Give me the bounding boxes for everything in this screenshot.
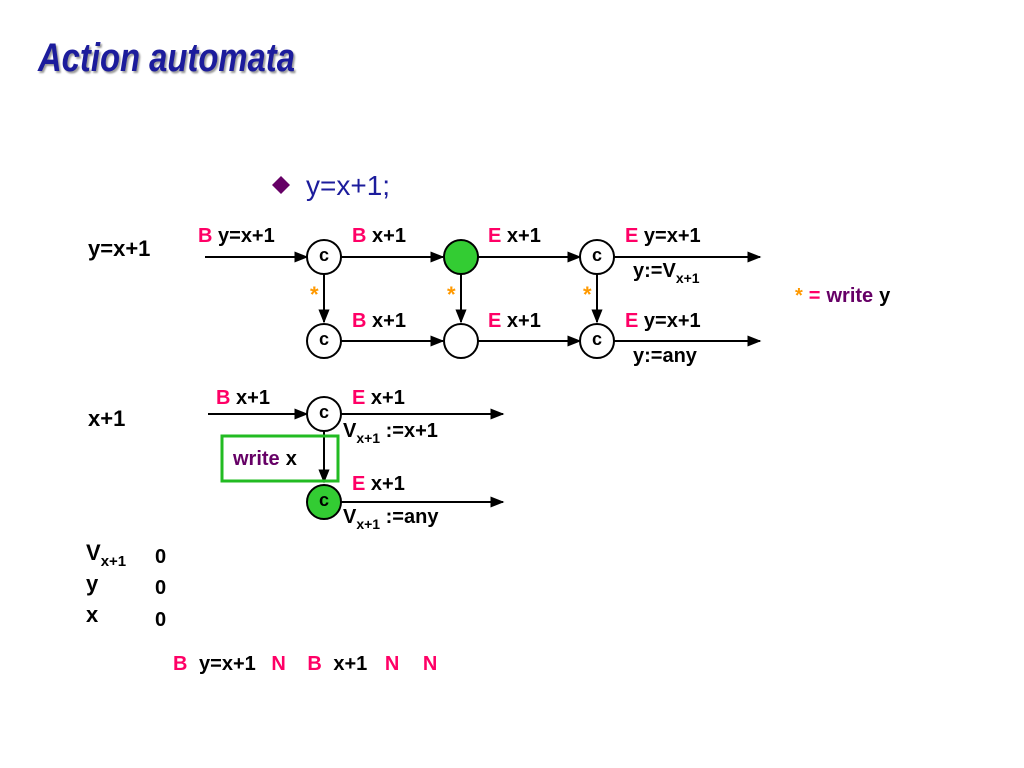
auto1-top-label-4: E y=x+1 [625,225,701,247]
auto1-bot-label-4: E y=x+1 [625,310,701,332]
state-var-1: Vx+1 [86,540,126,570]
trace-txt-3: x+1 [333,653,367,675]
auto2-node-bot-label: c [319,490,329,510]
trace-kw-4: N [385,653,399,675]
auto1-top-label-1: B y=x+1 [198,225,275,247]
auto1-node-top-2-active [443,239,479,275]
auto2-label-2: E x+1 [352,387,405,409]
trace-kw-5: N [423,653,437,675]
slide-title: Action automata [38,36,295,80]
auto1-label: y=x+1 [88,236,150,261]
state-value-1: 0 [155,546,166,568]
auto1-node-bot-1 [306,323,342,359]
auto1-star-1: * [310,282,319,307]
auto1-node-bot-1-label: c [319,329,329,349]
auto2-action-1: Vx+1 :=x+1 [343,420,438,446]
state-var-3: x [86,602,99,627]
auto1-node-top-3-label: c [592,245,602,265]
auto1-node-bot-3 [579,323,615,359]
auto2-action-2: Vx+1 :=any [343,506,439,532]
auto2-node-top [306,396,342,432]
auto1-top-action: y:=Vx+1 [633,260,700,286]
state-value-3: 0 [155,609,166,631]
auto2-node-bot-active [306,484,342,520]
auto1-node-top-1 [306,239,342,275]
auto1-top-label-3: E x+1 [488,225,541,247]
diamond-bullet-icon [272,176,290,194]
auto1-bot-label-2: B x+1 [352,310,406,332]
auto1-node-top-3 [579,239,615,275]
auto2-label: x+1 [88,406,125,431]
auto2-label-3: E x+1 [352,473,405,495]
bullet-text: y=x+1; [306,170,391,201]
trace: B y=x+1 N B x+1 N N [173,653,437,675]
auto2-node-top-label: c [319,402,329,422]
state-value-2: 0 [155,577,166,599]
auto1-node-bot-2 [443,323,479,359]
auto1-bot-action: y:=any [633,345,698,367]
auto1-star-2: * [447,282,456,307]
trace-kw-1: B [173,653,187,675]
write-x-box [220,434,340,483]
auto2-label-1: B x+1 [216,387,270,409]
trace-kw-2: N [271,653,285,675]
auto1-node-bot-3-label: c [592,329,602,349]
trace-kw-3: B [307,653,321,675]
auto1-top-label-2: B x+1 [352,225,406,247]
state-var-2: y [86,571,99,596]
auto1-star-3: * [583,282,592,307]
auto1-node-top-1-label: c [319,245,329,265]
auto1-bot-label-3: E x+1 [488,310,541,332]
trace-txt-1: y=x+1 [199,653,256,675]
